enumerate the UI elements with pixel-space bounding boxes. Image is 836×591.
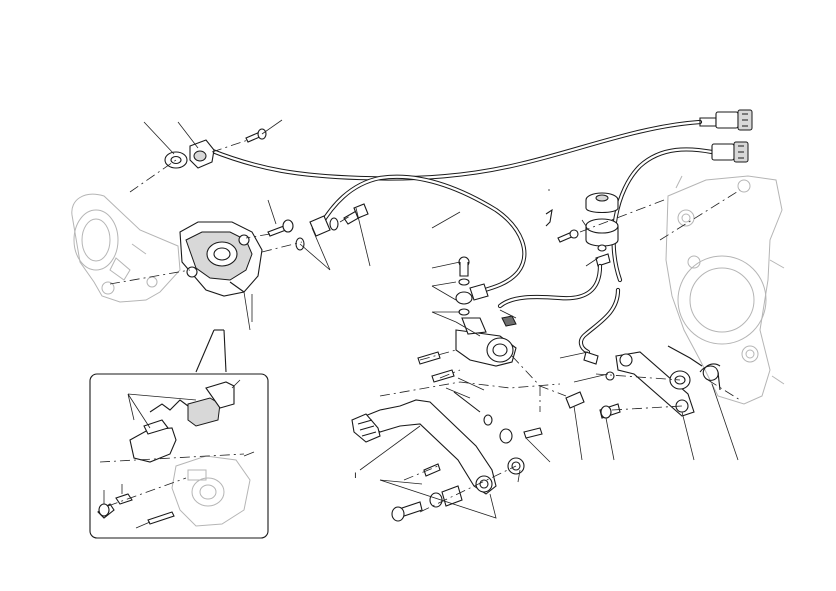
brake-fluid-reservoir (545, 192, 619, 267)
diagram-mark: ı (354, 470, 357, 481)
pushrod (453, 391, 543, 444)
rear-master-cylinder (417, 256, 517, 383)
ghost-caliper-bracket (71, 193, 181, 303)
detail-callout (195, 329, 227, 373)
brake-hose (309, 174, 527, 301)
caliper-bolt (267, 219, 294, 237)
reservoir-hose (497, 263, 621, 355)
brake-pedal (351, 399, 497, 495)
ghost-engine-case (665, 175, 785, 405)
brake-pad-detail-box (89, 373, 269, 539)
pivot-bolt (391, 457, 525, 522)
return-spring (667, 345, 721, 391)
sensor-cable (207, 109, 753, 283)
leader-lines (143, 119, 739, 519)
brake-caliper (179, 221, 263, 297)
pedal-mounting-plate (565, 351, 695, 419)
assembly-lines (109, 139, 741, 513)
